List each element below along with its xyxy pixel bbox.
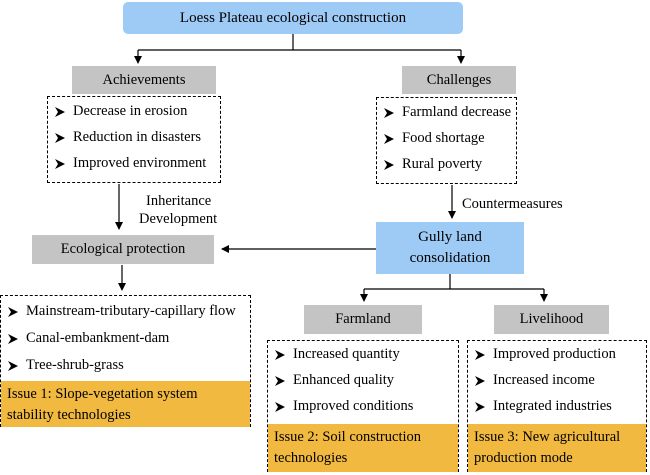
list-item: Decrease in erosion: [55, 103, 187, 120]
arrowhead-bullet-icon: [275, 375, 285, 386]
challenges-list: Farmland decrease Food shortage Rural po…: [376, 97, 517, 184]
list-item: Increased quantity: [275, 346, 400, 363]
gully-line-1: Gully land: [418, 229, 482, 245]
livelihood-panel: Improved production Increased income Int…: [467, 340, 647, 472]
arrowhead-bullet-icon: [8, 333, 18, 344]
arrowhead-bullet-icon: [55, 158, 65, 169]
top-split-connector: [134, 34, 465, 64]
arrowhead-bullet-icon: [384, 159, 394, 170]
list-item: Mainstream-tributary-capillary flow: [8, 303, 236, 320]
list-item: Tree-shrub-grass: [8, 357, 124, 374]
diagram-title: Loess Plateau ecological construction: [179, 9, 407, 26]
livelihood-heading: Livelihood: [519, 311, 584, 327]
challenges-header: Challenges: [402, 66, 516, 94]
arrowhead-bullet-icon: [8, 360, 18, 371]
list-item: Farmland decrease: [384, 104, 511, 121]
farmland-header: Farmland: [304, 305, 422, 334]
ecological-protection-heading: Ecological protection: [60, 241, 186, 257]
gully-line-2: consolidation: [409, 250, 491, 266]
arrowhead-bullet-icon: [8, 306, 18, 317]
inheritance-label: Inheritance: [146, 193, 212, 209]
farmland-panel: Increased quantity Enhanced quality Impr…: [267, 340, 459, 472]
list-item: Rural poverty: [384, 156, 482, 173]
issue-2-box: Issue 2: Soil construction technologies: [268, 424, 458, 472]
challenges-heading: Challenges: [426, 71, 492, 88]
arrowhead-bullet-icon: [384, 133, 394, 144]
arrowhead-bullet-icon: [55, 106, 65, 117]
list-item: Improved conditions: [275, 398, 413, 415]
gully-split-connector: [360, 274, 548, 302]
list-item: Increased income: [475, 372, 595, 389]
list-item: Integrated industries: [475, 398, 612, 415]
countermeasures-label: Countermeasures: [462, 196, 563, 212]
list-item: Improved environment: [55, 155, 206, 172]
arrowhead-bullet-icon: [384, 107, 394, 118]
ecological-protection-header: Ecological protection: [32, 235, 214, 264]
list-item: Reduction in disasters: [55, 129, 201, 146]
list-item: Canal-embankment-dam: [8, 330, 169, 347]
arrowhead-bullet-icon: [275, 349, 285, 360]
achievements-heading: Achievements: [102, 71, 186, 88]
arrowhead-bullet-icon: [275, 401, 285, 412]
achievements-list: Decrease in erosion Reduction in disaste…: [47, 96, 221, 183]
list-item: Improved production: [475, 346, 616, 363]
achievements-header: Achievements: [72, 66, 216, 94]
arrowhead-bullet-icon: [475, 375, 485, 386]
development-label: Development: [139, 211, 218, 227]
livelihood-header: Livelihood: [494, 305, 609, 334]
ecological-protection-panel: Mainstream-tributary-capillary flow Cana…: [0, 295, 251, 427]
arrowhead-bullet-icon: [475, 349, 485, 360]
arrowhead-bullet-icon: [475, 401, 485, 412]
issue-1-box: Issue 1: Slope-vegetation system stabili…: [1, 381, 250, 427]
top-title-box: Loess Plateau ecological construction: [123, 2, 463, 34]
list-item: Food shortage: [384, 130, 485, 147]
issue-3-box: Issue 3: New agricultural production mod…: [468, 424, 646, 472]
gully-land-consolidation-box: Gully land consolidation: [376, 222, 524, 274]
farmland-heading: Farmland: [335, 311, 391, 327]
list-item: Enhanced quality: [275, 372, 394, 389]
arrowhead-bullet-icon: [55, 132, 65, 143]
